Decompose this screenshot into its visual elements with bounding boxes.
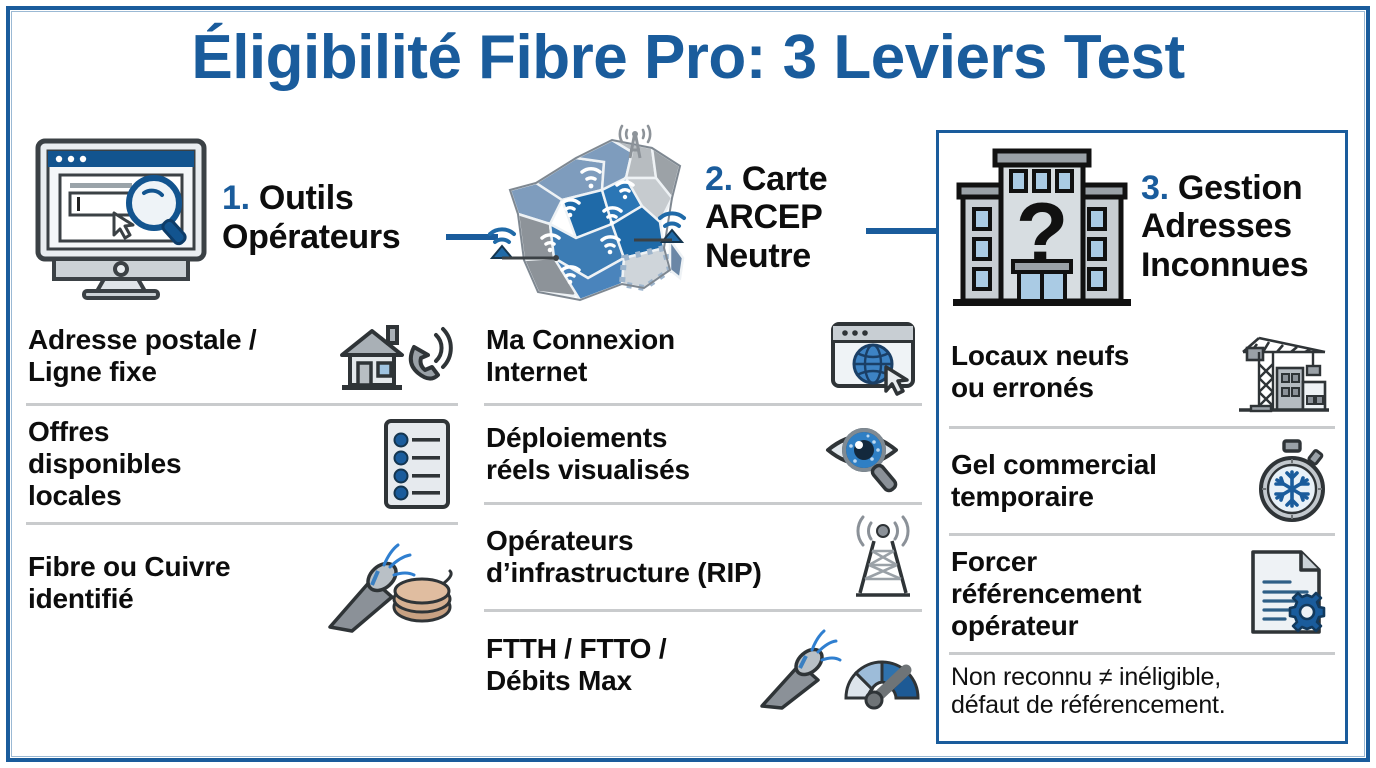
row-offres-disponibles[interactable]: Offres disponibles locales xyxy=(26,403,458,522)
column-2-rows: Ma Connexion Internet xyxy=(484,309,922,718)
eye-magnifier-icon xyxy=(822,416,920,493)
label-line-1: Ma Connexion xyxy=(486,324,675,356)
row-adresse-postale[interactable]: Adresse postale / Ligne fixe xyxy=(26,309,458,403)
browser-globe-cursor-icon xyxy=(828,319,920,396)
column-3-number: 3. xyxy=(1141,169,1169,208)
label-line-1: Déploiements xyxy=(486,422,668,454)
column-3-title-line-1: Gestion xyxy=(1177,169,1303,208)
column-2-title-line-2: ARCEP xyxy=(705,198,823,237)
column-3-title-line-3: Inconnues xyxy=(1141,245,1309,284)
column-3-header: ? 3. Gestion Adresses Inconnues xyxy=(949,139,1335,314)
building-question-icon: ? xyxy=(949,141,1135,313)
row-deploiements-reels[interactable]: Déploiements réels visualisés xyxy=(484,403,922,502)
label-line-2: temporaire xyxy=(951,481,1094,512)
row-label: Offres disponibles locales xyxy=(28,416,182,512)
row-label: Ma Connexion Internet xyxy=(486,324,675,388)
row-gel-commercial[interactable]: Gel commercial temporaire xyxy=(949,426,1335,533)
construction-crane-icon xyxy=(1229,328,1333,416)
row-label: Déploiements réels visualisés xyxy=(486,422,690,486)
label-line-2: Internet xyxy=(486,356,588,387)
row-fibre-cuivre[interactable]: Fibre ou Cuivre identifié xyxy=(26,522,458,641)
column-gestion-adresses-inconnues: ? 3. Gestion Adresses Inconnues Locaux n… xyxy=(936,130,1348,744)
row-label: Adresse postale / Ligne fixe xyxy=(28,324,257,388)
label-line-3: opérateur xyxy=(951,609,1079,641)
row-label: Fibre ou Cuivre identifié xyxy=(28,551,231,615)
fiber-copper-cable-icon xyxy=(326,535,456,633)
column-1-title-line-1: Outils xyxy=(258,179,354,218)
column-2-heading: 2. Carte ARCEP Neutre xyxy=(705,160,870,274)
label-line-2: d’infrastructure (RIP) xyxy=(486,557,762,588)
label-line-1: Opérateurs xyxy=(486,525,634,557)
row-locaux-neufs[interactable]: Locaux neufs ou erronés xyxy=(949,318,1335,426)
label-line-2: disponibles xyxy=(28,448,182,480)
label-line-3: locales xyxy=(28,479,122,511)
document-gear-icon xyxy=(1245,548,1333,640)
row-label: FTTH / FTTO / Débits Max xyxy=(486,633,667,697)
column-1-header: 1. Outils Opérateurs xyxy=(26,130,458,305)
footnote-line-2: défaut de référencement. xyxy=(951,691,1226,720)
column-1-rows: Adresse postale / Ligne fixe xyxy=(26,309,458,641)
fiber-cable-speedometer-icon xyxy=(760,622,920,710)
column-outils-operateurs: 1. Outils Opérateurs Adresse postale / L… xyxy=(26,130,458,641)
column-3-rows: Locaux neufs ou erronés xyxy=(949,318,1335,724)
label-line-1: Fibre ou Cuivre xyxy=(28,551,231,583)
row-label: Gel commercial temporaire xyxy=(951,449,1157,513)
row-label: Locaux neufs ou erronés xyxy=(951,340,1129,404)
column-3-footnote: Non reconnu ≠ inéligible, défaut de réfé… xyxy=(949,651,1335,725)
radio-tower-icon xyxy=(846,515,920,599)
column-2-header: 2. Carte ARCEP Neutre xyxy=(484,124,922,308)
label-line-1: Gel commercial xyxy=(951,449,1157,481)
footnote-line-1: Non reconnu ≠ inéligible, xyxy=(951,662,1222,691)
column-3-heading: 3. Gestion Adresses Inconnues xyxy=(1141,169,1321,283)
column-1-number: 1. xyxy=(222,179,250,218)
page-title: Éligibilité Fibre Pro: 3 Leviers Test xyxy=(191,23,1185,92)
row-ma-connexion-internet[interactable]: Ma Connexion Internet xyxy=(484,309,922,403)
connector-line-1-2 xyxy=(446,234,498,240)
desktop-search-icon xyxy=(26,135,216,300)
label-line-1: Locaux neufs xyxy=(951,340,1130,372)
column-2-number: 2. xyxy=(705,160,733,199)
column-2-title-line-3: Neutre xyxy=(705,236,811,275)
row-label: Forcer référencement opérateur xyxy=(951,546,1142,642)
row-operateurs-infrastructure[interactable]: Opérateurs d’infrastructure (RIP) xyxy=(484,502,922,609)
frozen-stopwatch-icon xyxy=(1251,439,1333,523)
label-line-2: ou erronés xyxy=(951,372,1094,403)
label-line-1: Adresse postale / xyxy=(28,324,257,356)
column-2-title-line-1: Carte xyxy=(741,160,828,199)
connector-line-2-3 xyxy=(866,228,938,234)
column-3-title-line-2: Adresses xyxy=(1141,207,1292,246)
label-line-1: Forcer xyxy=(951,546,1037,577)
label-line-2: identifié xyxy=(28,583,134,614)
house-phone-icon xyxy=(336,319,456,393)
column-1-heading: 1. Outils Opérateurs xyxy=(222,179,427,255)
label-line-2: Ligne fixe xyxy=(28,356,157,387)
checklist-document-icon xyxy=(378,416,456,512)
label-line-2: Débits Max xyxy=(486,665,632,696)
label-line-1: Offres xyxy=(28,416,110,448)
label-line-1: FTTH / FTTO / xyxy=(486,633,667,665)
row-label: Opérateurs d’infrastructure (RIP) xyxy=(486,525,762,589)
label-line-2: référencement xyxy=(951,577,1142,609)
france-coverage-map-icon xyxy=(484,124,699,308)
row-ftth-ftto-debits[interactable]: FTTH / FTTO / Débits Max xyxy=(484,609,922,718)
column-1-title-line-2: Opérateurs xyxy=(222,217,401,256)
row-forcer-referencement[interactable]: Forcer référencement opérateur xyxy=(949,533,1335,652)
column-carte-arcep: 2. Carte ARCEP Neutre Ma Connexion Inter… xyxy=(484,124,922,718)
label-line-2: réels visualisés xyxy=(486,454,690,485)
